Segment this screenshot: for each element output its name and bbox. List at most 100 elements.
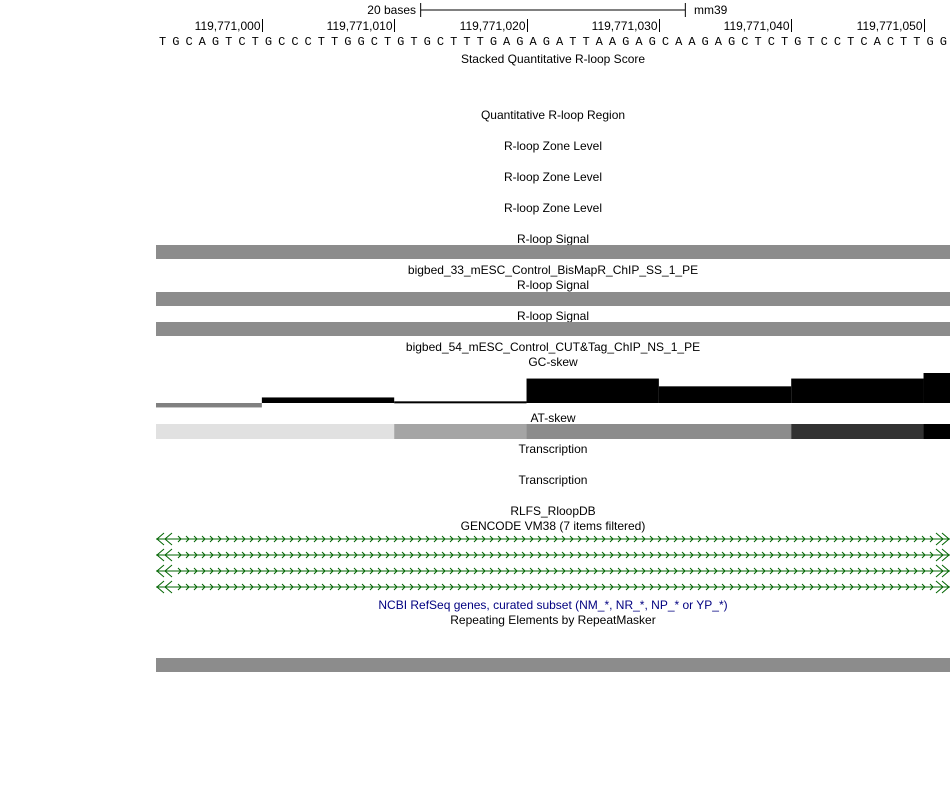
- strand-chevron-icon: [329, 567, 334, 575]
- transcript-end-arrow: [156, 564, 165, 578]
- strand-chevron-icon: [233, 583, 238, 591]
- strand-chevron-icon: [457, 535, 462, 543]
- strand-chevron-icon: [593, 567, 598, 575]
- gencode-transcript[interactable]: [156, 580, 950, 594]
- gencode-transcript[interactable]: [156, 532, 950, 546]
- strand-chevron-icon: [585, 583, 590, 591]
- strand-chevron-icon: [689, 551, 694, 559]
- strand-chevron-icon: [873, 583, 878, 591]
- strand-chevron-icon: [681, 535, 686, 543]
- base-letter: C: [661, 35, 670, 49]
- strand-chevron-icon: [641, 535, 646, 543]
- track-label-zone-level-1[interactable]: R-loop Zone Level: [503, 139, 603, 153]
- strand-chevron-icon: [265, 551, 270, 559]
- strand-chevron-icon: [481, 567, 486, 575]
- strand-chevron-icon: [849, 567, 854, 575]
- track-label-transcription-1[interactable]: Transcription: [518, 442, 588, 456]
- base-letter: C: [370, 35, 378, 49]
- strand-chevron-icon: [433, 535, 438, 543]
- strand-chevron-icon: [537, 535, 542, 543]
- base-letter: C: [741, 35, 749, 49]
- strand-chevron-icon: [321, 551, 326, 559]
- strand-chevron-icon: [889, 551, 894, 559]
- track-label-bigbed-33[interactable]: bigbed_33_mESC_Control_BisMapR_ChIP_SS_1…: [407, 263, 699, 277]
- base-letter: T: [450, 35, 458, 49]
- strand-chevron-icon: [577, 535, 582, 543]
- strand-chevron-icon: [177, 567, 182, 575]
- strand-chevron-icon: [785, 535, 790, 543]
- strand-chevron-icon: [465, 583, 470, 591]
- strand-chevron-icon: [521, 551, 526, 559]
- signal-bar-2[interactable]: [156, 292, 950, 306]
- track-label-rlfs[interactable]: RLFS_RloopDB: [510, 504, 596, 518]
- strand-chevron-icon: [217, 583, 222, 591]
- strand-chevron-icon: [609, 535, 614, 543]
- strand-chevron-icon: [481, 535, 486, 543]
- strand-chevron-icon: [393, 567, 398, 575]
- repeatmasker-bar[interactable]: [156, 658, 950, 672]
- strand-chevron-icon: [353, 551, 358, 559]
- strand-chevron-icon: [297, 551, 302, 559]
- strand-chevron-icon: [409, 583, 414, 591]
- track-label-transcription-2[interactable]: Transcription: [518, 473, 588, 487]
- strand-chevron-icon: [273, 583, 278, 591]
- strand-chevron-icon: [337, 583, 342, 591]
- at-skew-heatmap[interactable]: [156, 424, 950, 439]
- strand-chevron-icon: [929, 583, 934, 591]
- strand-chevron-icon: [201, 551, 206, 559]
- strand-chevron-icon: [225, 535, 230, 543]
- base-letter: G: [794, 35, 802, 49]
- strand-chevron-icon: [185, 583, 190, 591]
- strand-chevron-icon: [777, 567, 782, 575]
- strand-chevron-icon: [553, 583, 558, 591]
- strand-chevron-icon: [273, 567, 278, 575]
- strand-chevron-icon: [513, 551, 518, 559]
- gencode-transcript[interactable]: [156, 548, 950, 562]
- signal-bar-1[interactable]: [156, 245, 950, 259]
- track-label-refseq[interactable]: NCBI RefSeq genes, curated subset (NM_*,…: [378, 598, 728, 612]
- base-letter: G: [648, 35, 656, 49]
- track-label-quant-region[interactable]: Quantitative R-loop Region: [480, 108, 626, 122]
- track-label-gencode[interactable]: GENCODE VM38 (7 items filtered): [460, 519, 646, 533]
- track-label-stacked-score[interactable]: Stacked Quantitative R-loop Score: [460, 52, 646, 66]
- track-label-signal-2[interactable]: R-loop Signal: [516, 278, 590, 292]
- strand-chevron-icon: [497, 535, 502, 543]
- track-label-signal-1[interactable]: R-loop Signal: [516, 232, 590, 246]
- strand-chevron-icon: [865, 583, 870, 591]
- base-letter: T: [780, 35, 789, 49]
- base-letter: G: [516, 35, 524, 49]
- strand-chevron-icon: [433, 551, 438, 559]
- strand-chevron-icon: [921, 535, 926, 543]
- base-letter: T: [251, 35, 259, 49]
- track-label-zone-level-2[interactable]: R-loop Zone Level: [503, 170, 603, 184]
- track-label-gc-skew[interactable]: GC-skew: [528, 355, 578, 369]
- track-label-bigbed-54[interactable]: bigbed_54_mESC_Control_CUT&Tag_ChIP_NS_1…: [405, 340, 701, 354]
- strand-chevron-icon: [761, 567, 766, 575]
- strand-chevron-icon: [265, 535, 270, 543]
- strand-chevron-icon: [441, 535, 446, 543]
- strand-chevron-icon: [329, 535, 334, 543]
- strand-chevron-icon: [729, 535, 734, 543]
- strand-chevron-icon: [785, 583, 790, 591]
- strand-chevron-icon: [313, 535, 318, 543]
- strand-chevron-icon: [641, 567, 646, 575]
- gc-skew-graph[interactable]: [156, 366, 950, 410]
- base-letter: T: [754, 35, 762, 49]
- strand-chevron-icon: [385, 551, 390, 559]
- gencode-gene-models[interactable]: [156, 531, 950, 595]
- strand-chevron-icon: [905, 551, 910, 559]
- track-label-repeatmasker[interactable]: Repeating Elements by RepeatMasker: [450, 613, 656, 627]
- strand-chevron-icon: [321, 567, 326, 575]
- strand-chevron-icon: [489, 583, 494, 591]
- track-label-at-skew[interactable]: AT-skew: [530, 411, 576, 425]
- gencode-transcript[interactable]: [156, 564, 950, 578]
- strand-chevron-icon: [537, 567, 542, 575]
- strand-chevron-icon: [857, 551, 862, 559]
- strand-chevron-icon: [329, 583, 334, 591]
- base-letter: A: [675, 35, 683, 49]
- strand-chevron-icon: [353, 567, 358, 575]
- track-label-signal-3[interactable]: R-loop Signal: [516, 309, 590, 323]
- strand-chevron-icon: [521, 583, 526, 591]
- signal-bar-3[interactable]: [156, 322, 950, 336]
- track-label-zone-level-3[interactable]: R-loop Zone Level: [503, 201, 603, 215]
